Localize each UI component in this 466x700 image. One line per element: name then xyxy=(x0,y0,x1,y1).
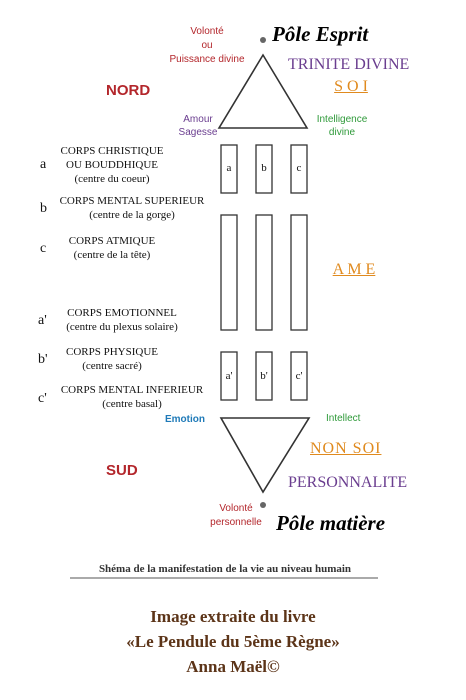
sud-label: SUD xyxy=(106,462,138,479)
column-label-b-prime: b' xyxy=(260,370,268,382)
intelligence-divine-label: Intelligence divine xyxy=(316,114,368,138)
volonte-personnelle-label: Volonté personnelle xyxy=(210,503,262,528)
diagram-caption: Shéma de la manifestation de la vie au n… xyxy=(98,563,352,575)
upper-triangle xyxy=(217,53,309,129)
column-a-bottom xyxy=(220,351,238,401)
body-christique: CORPS CHRISTIQUE OU BOUDDHIQUE (centre d… xyxy=(60,145,164,185)
trinite-divine-label: TRINITE DIVINE xyxy=(288,56,410,73)
column-b-middle xyxy=(255,214,273,331)
non-soi-label: NON SOI xyxy=(310,440,382,457)
amour-sagesse-label: Amour Sagesse xyxy=(178,114,218,138)
intellect-label: Intellect xyxy=(326,413,361,424)
body-physique: CORPS PHYSIQUE (centre sacré) xyxy=(66,346,158,372)
emotion-label: Emotion xyxy=(165,414,205,425)
column-label-a-prime: a' xyxy=(225,370,233,382)
body-letter-b-prime: b' xyxy=(38,352,48,367)
column-a-middle xyxy=(220,214,238,331)
body-emotionnel: CORPS EMOTIONNEL (centre du plexus solai… xyxy=(66,307,178,333)
pole-matiere-title: Pôle matière xyxy=(276,511,386,535)
personnalite-label: PERSONNALITE xyxy=(288,474,408,491)
column-a-top xyxy=(220,144,238,194)
column-label-a: a xyxy=(226,162,232,174)
footer-line-2: «Le Pendule du 5ème Règne» xyxy=(126,632,340,651)
column-c-middle xyxy=(290,214,308,331)
ame-label: A M E xyxy=(332,261,376,278)
body-mental-inferieur: CORPS MENTAL INFERIEUR (centre basal) xyxy=(60,384,204,410)
body-letter-a-prime: a' xyxy=(38,313,47,328)
body-letter-c-prime: c' xyxy=(38,391,47,406)
nord-label: NORD xyxy=(106,82,151,99)
column-c-bottom xyxy=(290,351,308,401)
pole-esprit-dot xyxy=(260,37,266,43)
footer-line-1: Image extraite du livre xyxy=(150,607,316,626)
body-letter-a: a xyxy=(40,157,47,172)
pole-esprit-title: Pôle Esprit xyxy=(272,22,369,46)
column-label-c-prime: c' xyxy=(295,370,303,382)
column-b-bottom xyxy=(255,351,273,401)
body-mental-superieur: CORPS MENTAL SUPERIEUR (centre de la gor… xyxy=(59,195,205,221)
lower-triangle xyxy=(219,417,311,494)
volonte-divine-label: Volonté ou Puissance divine xyxy=(169,26,245,65)
body-atmique: CORPS ATMIQUE (centre de la tête) xyxy=(68,235,156,261)
body-letter-c: c xyxy=(40,241,47,256)
column-c-top xyxy=(290,144,308,194)
column-b-top xyxy=(255,144,273,194)
footer-line-3: Anna Maël© xyxy=(186,657,280,676)
soi-label: S O I xyxy=(334,78,368,95)
pole-matiere-dot xyxy=(260,502,266,508)
column-label-c: c xyxy=(296,162,302,174)
body-letter-b: b xyxy=(40,201,47,216)
column-label-b: b xyxy=(261,162,267,174)
